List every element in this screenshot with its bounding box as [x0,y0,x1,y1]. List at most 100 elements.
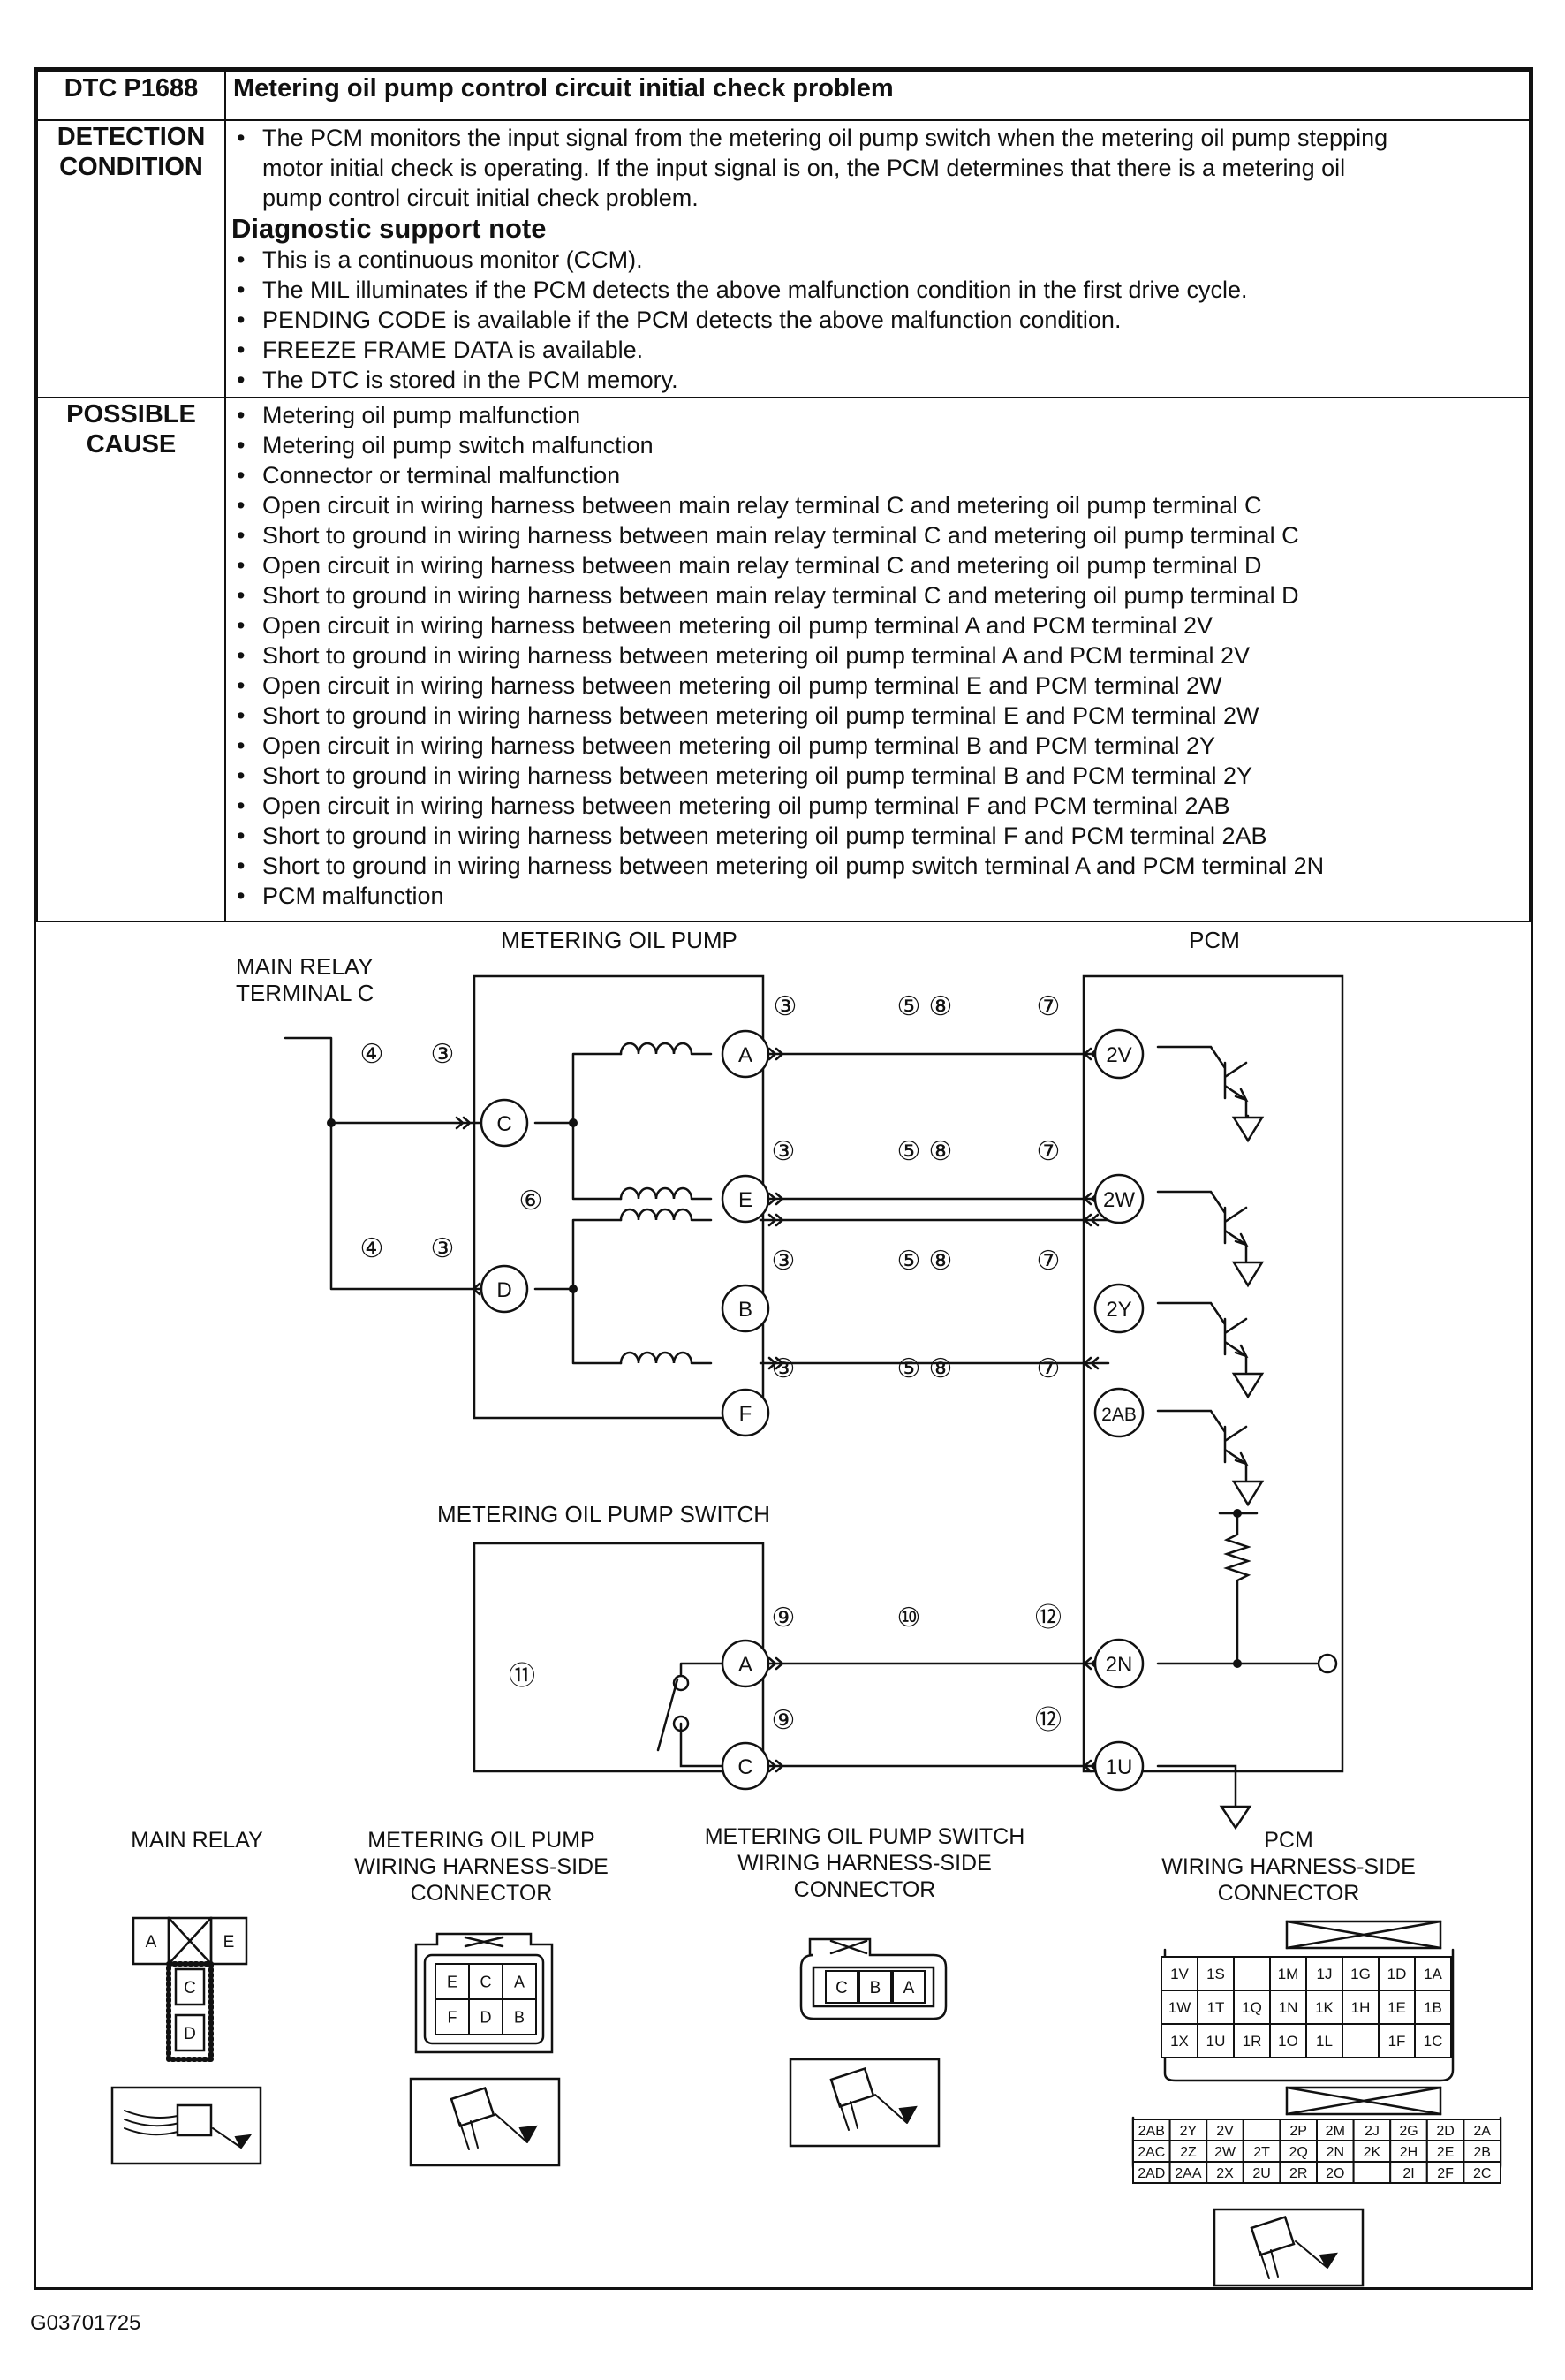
support-note: PENDING CODE is available if the PCM det… [231,305,1522,335]
pump-terminal-c: C [480,1098,529,1148]
cause-item: Short to ground in wiring harness betwee… [231,701,1522,731]
connector-pin-label: 1T [1207,1999,1225,2016]
coil-e [619,1186,713,1201]
connector-pin-label: 2V [1216,2124,1234,2139]
svg-text:C: C [737,1755,752,1779]
detection-condition-body: The PCM monitors the input signal from t… [224,119,1531,398]
monitor-line: motor initial check is operating. If the… [262,155,1346,181]
possible-cause-list: Metering oil pump malfunctionMetering oi… [231,400,1522,911]
pcm-terminal-2y: 2Y [1093,1283,1145,1334]
monitor-description: The PCM monitors the input signal from t… [231,123,1522,213]
switch-contact-terminal [672,1715,690,1732]
switch-connector-shell [799,1937,948,2020]
pcm-connector-title-1: PCM [1264,1828,1313,1853]
step-ref: ④ [360,1234,384,1263]
connector-pin-label: 1U [1206,2033,1226,2050]
main-relay-pins: A E C D [146,1933,235,2043]
detection-condition-label: DETECTION CONDITION [36,119,226,398]
possible-cause-label: POSSIBLE CAUSE [36,397,226,922]
dtc-code: DTC P1688 [36,70,226,121]
svg-text:C: C [496,1112,511,1136]
switch-contact-terminal [672,1674,690,1692]
pcm-2n-terminal-dot [1317,1653,1338,1674]
possible-cause-body: Metering oil pump malfunctionMetering oi… [224,397,1531,922]
step-ref: ③ [772,1247,796,1276]
pump-terminal-b: B [721,1284,770,1333]
connector-pin: 1R [1233,2023,1271,2058]
connector-pin: 2W [1206,2140,1244,2163]
connector-pin: A [892,1970,926,2004]
connector-pin-label: 2A [1473,2124,1491,2139]
connector-pin-label: 2AA [1175,2166,1202,2181]
connector-mark [767,1192,1100,1206]
connector-pin-label: B [514,2008,525,2026]
connector-pin: B [502,1998,537,2035]
step-ref: ④ [360,1040,384,1069]
metering-oil-pump-box [473,974,765,1420]
pcm-label: PCM [1189,927,1240,953]
connector-pin: 2M [1316,2119,1355,2141]
connector-pin: 1T [1197,1990,1235,2025]
svg-text:A: A [146,1933,157,1952]
switch-terminal-a: A [721,1639,770,1688]
svg-text:B: B [738,1298,752,1322]
connector-pin: 1O [1269,2023,1307,2058]
connector-pin: 2F [1425,2161,1465,2184]
connector-pin-label: 2AB [1138,2124,1165,2139]
connector-pin: 1B [1414,1990,1452,2025]
connector-mark [767,1656,1100,1671]
pcm-terminal-2n: 2N [1093,1638,1145,1689]
svg-text:A: A [738,1653,752,1677]
cause-item: Short to ground in wiring harness betwee… [231,851,1522,881]
detection-label-line1: DETECTION [57,123,206,151]
pump-probe-icon [409,2077,561,2167]
connector-pin-label: 1Q [1242,1999,1262,2016]
cause-label-line1: POSSIBLE [66,400,196,428]
connector-pin: 2V [1206,2119,1244,2141]
dtc-title: Metering oil pump control circuit initia… [224,70,1531,121]
connector-pin: 2Z [1168,2140,1208,2163]
connector-pin-label: 2E [1437,2145,1455,2160]
connector-pin-label: 2AC [1138,2145,1165,2160]
connector-pin: B [858,1970,892,2004]
connector-pin: E [435,1963,470,2000]
connector-pin: 2U [1242,2161,1281,2184]
pump-switch-contact [656,1662,730,1768]
connector-pin-label: 1C [1424,2033,1443,2050]
connector-pin-label: B [870,1979,881,1997]
connector-pin-label: 1S [1206,1966,1225,1982]
svg-text:D: D [184,2025,196,2043]
connector-pin: 1H [1342,1990,1380,2025]
cause-item: Short to ground in wiring harness betwee… [231,821,1522,851]
coil-common-wires [533,1052,623,1365]
step-ref: ⑤ [897,1354,921,1383]
connector-pin: 2C [1463,2161,1502,2184]
svg-text:2Y: 2Y [1106,1298,1131,1322]
monitor-line: The PCM monitors the input signal from t… [262,125,1388,151]
step-ref: ⑫ [1035,1706,1062,1735]
connector-pin-label: 1R [1243,2033,1262,2050]
cause-item: Metering oil pump switch malfunction [231,430,1522,460]
connector-pin: 2AA [1168,2161,1208,2184]
metering-oil-pump-label: METERING OIL PUMP [501,927,737,953]
pcm-connector-title-3: CONNECTOR [1218,1881,1360,1906]
connector-pin: 1L [1305,2023,1343,2058]
connector-pin-label: 2X [1216,2166,1234,2181]
step-ref: ③ [772,1354,796,1383]
connector-pin: 1J [1305,1956,1343,1991]
pump-pcm-wires [759,1052,1110,1365]
step-ref: ⑦ [1037,1247,1061,1276]
connector-pin: 2Y [1168,2119,1208,2141]
pump-connector-title-3: CONNECTOR [411,1881,553,1906]
pcm-transistors [1156,1045,1265,1507]
svg-text:2W: 2W [1103,1188,1135,1212]
pcm-terminal-2ab: 2AB [1093,1387,1145,1438]
pump-terminal-f: F [721,1388,770,1437]
main-relay-label-2: TERMINAL C [236,980,374,1006]
support-note: The DTC is stored in the PCM memory. [231,365,1522,395]
connector-pin-label: 1A [1424,1966,1442,1982]
connector-pin-label: C [480,1973,492,1990]
main-relay-probe-icon [110,2086,262,2165]
connector-pin-label: 1L [1316,2033,1333,2050]
connector-pin-label: 2K [1364,2145,1381,2160]
